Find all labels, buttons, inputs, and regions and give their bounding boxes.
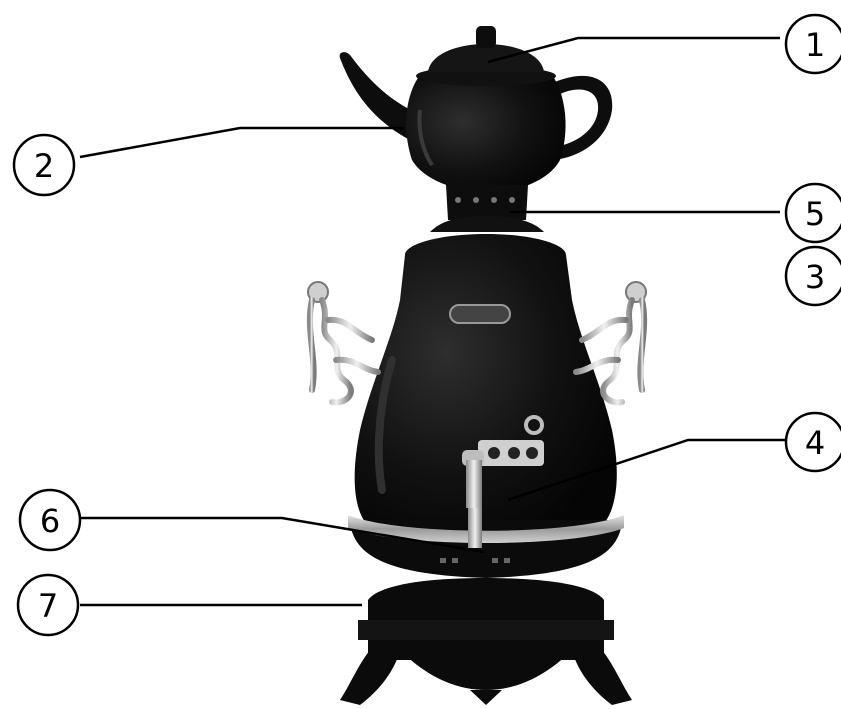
callout-6: 6	[18, 488, 82, 552]
callout-4: 4	[784, 411, 841, 473]
crown-burner	[430, 185, 544, 232]
callout-label-6: 6	[40, 502, 60, 540]
samovar-body	[348, 234, 624, 578]
leader-lines	[79, 36, 786, 607]
callout-3: 3	[784, 245, 841, 307]
callout-label-1: 1	[805, 26, 825, 64]
leader-line-6	[80, 516, 485, 554]
callout-5: 5	[784, 182, 841, 244]
callout-label-4: 4	[805, 424, 825, 462]
callout-label-5: 5	[805, 195, 825, 233]
callout-label-3: 3	[805, 258, 825, 296]
leader-line-4	[507, 438, 786, 502]
handle-right	[573, 281, 648, 406]
tap	[462, 415, 544, 548]
teapot	[339, 26, 613, 192]
callout-label-2: 2	[34, 147, 54, 185]
callout-1: 1	[784, 13, 841, 75]
callout-2: 2	[12, 133, 76, 197]
leader-line-2	[79, 126, 404, 159]
callout-label-7: 7	[38, 587, 58, 625]
callout-7: 7	[16, 573, 80, 637]
base-stand	[340, 578, 632, 705]
leader-line-1	[487, 36, 780, 64]
samovar-illustration	[306, 26, 648, 705]
handle-left	[306, 281, 381, 406]
